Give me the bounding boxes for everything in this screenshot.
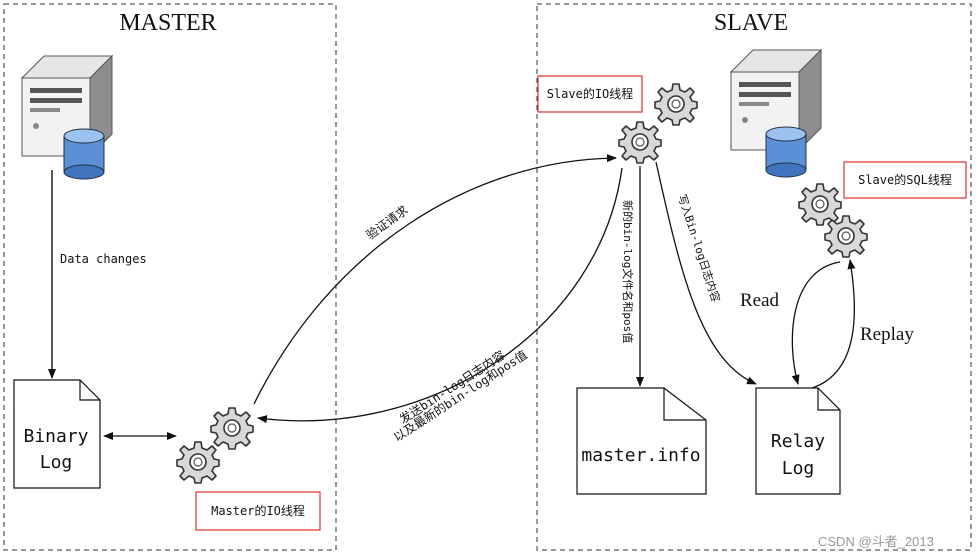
data-changes-label: Data changes: [60, 252, 147, 266]
slave-sql-thread-label: Slave的SQL线程: [858, 172, 952, 187]
master-info-label: master.info: [581, 445, 700, 466]
replay-label: Replay: [860, 324, 914, 345]
binary-log-document: Binary Log: [13, 379, 101, 489]
relay-log-label-line2: Log: [782, 458, 815, 479]
csdn-watermark: CSDN @斗者_2013: [818, 534, 934, 549]
master-title: MASTER: [119, 10, 216, 36]
new-binlog-filename-label: 新的bin-log文件名和pos值: [621, 200, 635, 343]
master-database-icon: [63, 128, 105, 180]
slave-io-thread-label: Slave的IO线程: [547, 86, 634, 101]
replay-arrow: [811, 259, 856, 389]
master-io-thread-label: Master的IO线程: [211, 503, 305, 518]
master-container: [3, 3, 337, 551]
master-io-gear-icon: [176, 407, 254, 484]
binary-log-label-line2: Log: [40, 452, 73, 473]
relay-log-label-line1: Relay: [771, 431, 825, 452]
binary-log-label-line1: Binary: [23, 426, 88, 447]
send-binlog-arrow: [257, 167, 623, 424]
master-io-thread-box: [195, 491, 321, 531]
slave-io-thread-box: [537, 75, 643, 113]
write-binlog-arrow: [655, 161, 757, 385]
slave-container: [536, 3, 972, 551]
master-info-document: master.info: [576, 387, 707, 495]
write-binlog-label: 写入Bin-log日志内容: [675, 193, 723, 304]
relay-log-document: Relay Log: [755, 387, 841, 495]
slave-title: SLAVE: [714, 10, 788, 36]
slave-database-icon: [765, 126, 807, 178]
verify-request-label: 验证请求: [363, 202, 411, 242]
verify-request-arrow: [253, 154, 617, 405]
read-label: Read: [740, 290, 780, 311]
slave-sql-thread-box: [843, 161, 967, 199]
read-arrow: [791, 261, 841, 385]
send-binlog-label-line1: 发送bin-log日志内容: [396, 347, 507, 426]
send-binlog-label-line2: 以及最新的bin-log和pos值: [390, 347, 529, 445]
